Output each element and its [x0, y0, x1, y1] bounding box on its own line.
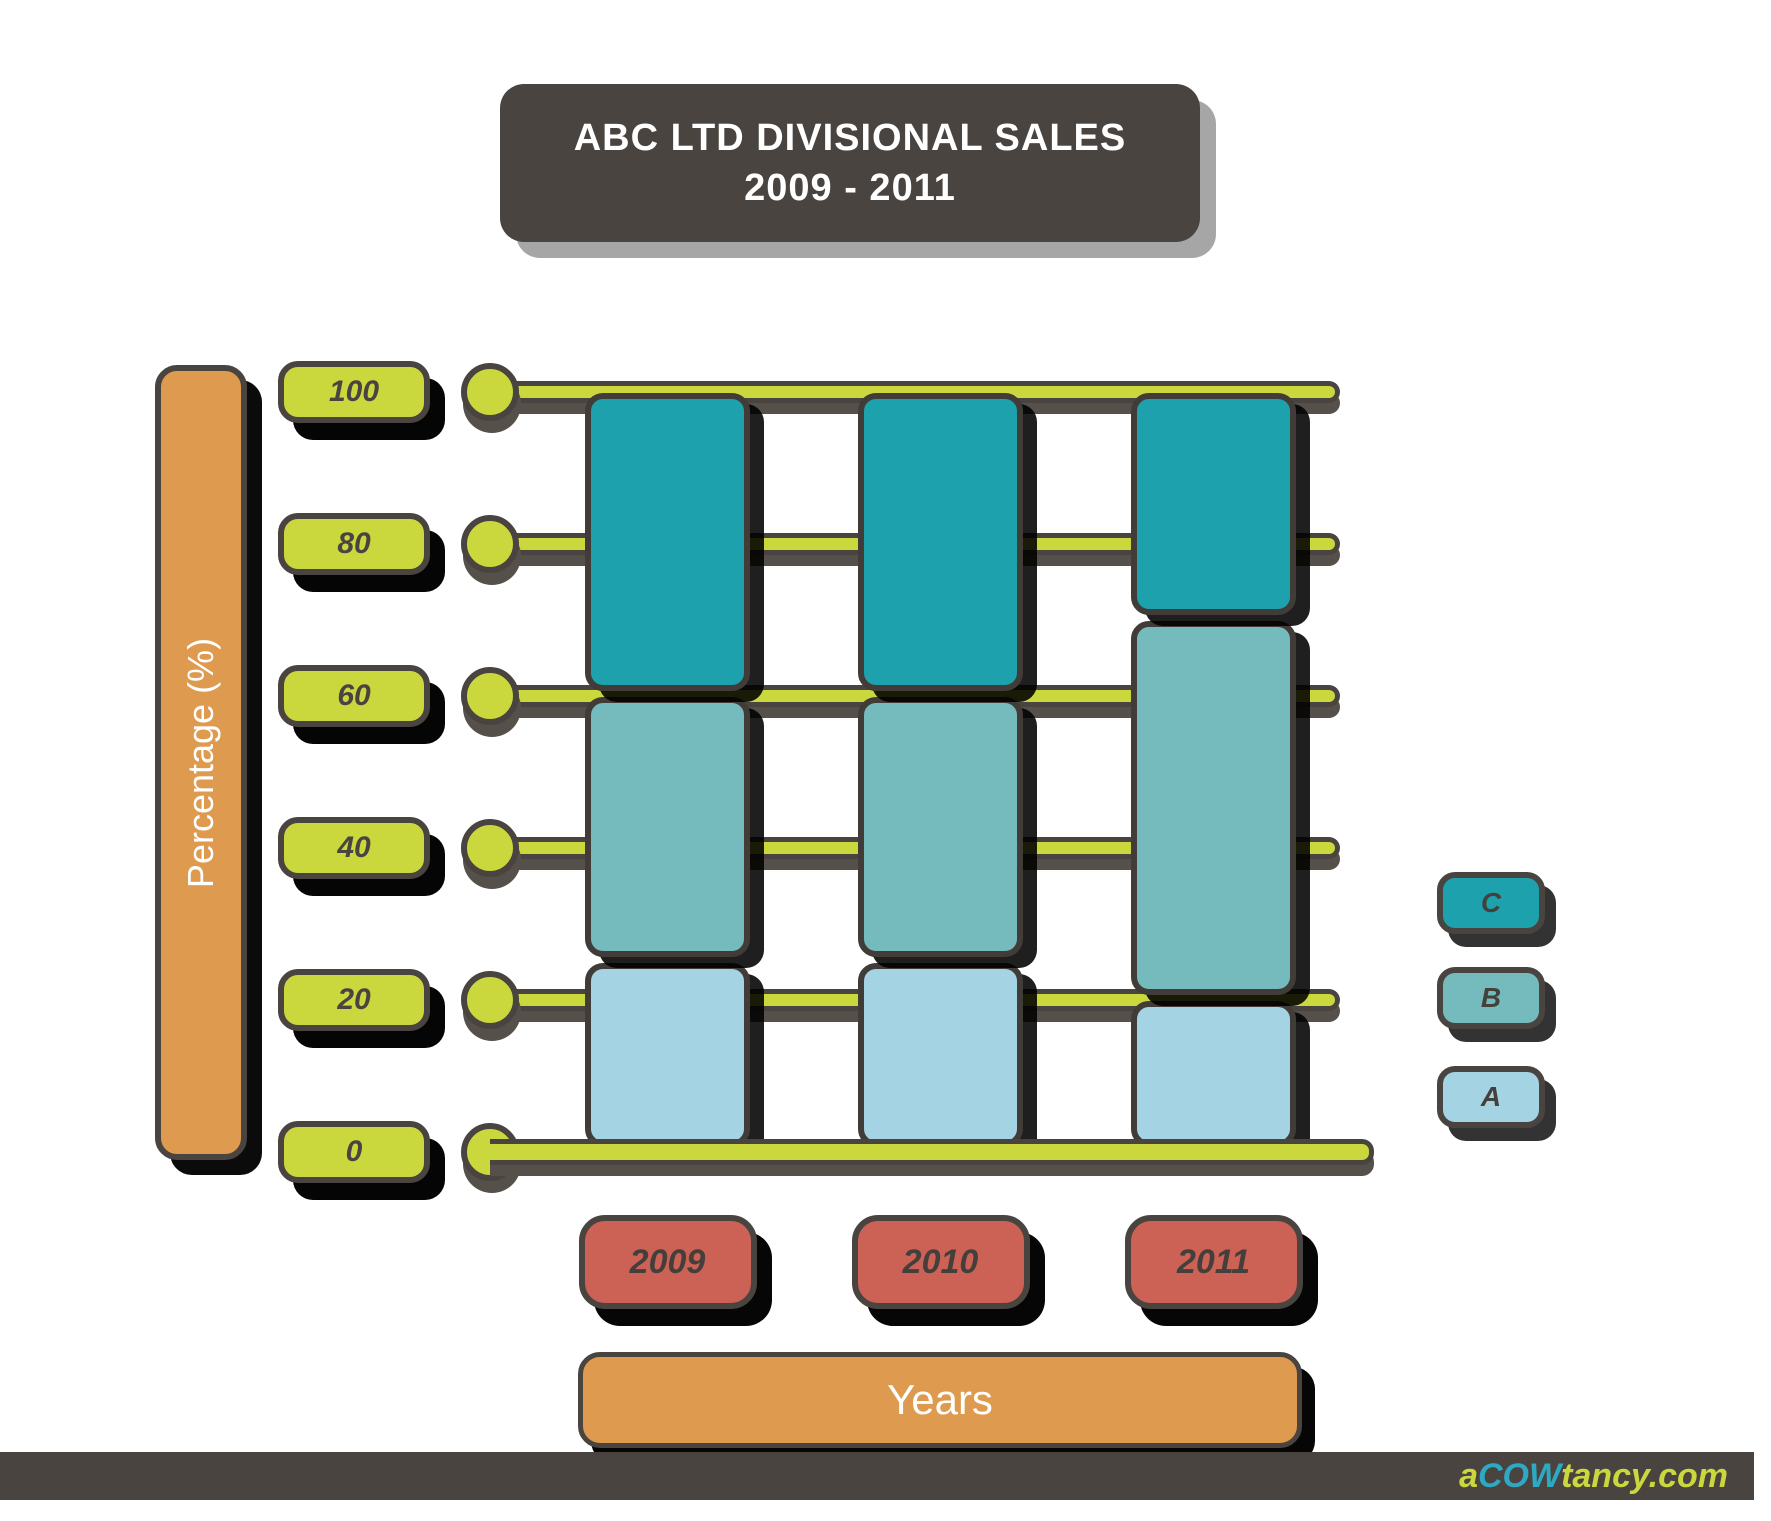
- gridline-circle-0: [461, 1123, 519, 1181]
- y-tick-label-100: 100: [278, 361, 430, 423]
- y-axis-title-box: Percentage (%): [155, 365, 247, 1160]
- gridline-circle-100: [461, 363, 519, 421]
- footer-logo: aCOWtancy.com: [1459, 1457, 1728, 1496]
- bar-2009-segment-B: [585, 697, 750, 957]
- gridline-circle-20: [461, 971, 519, 1029]
- x-tick-label-2011: 2011: [1124, 1215, 1303, 1309]
- chart-title-line2: 2009 - 2011: [744, 167, 956, 209]
- footer-logo-part-1: COW: [1477, 1456, 1562, 1495]
- legend-item-A: A: [1437, 1066, 1545, 1128]
- x-tick-label-2010: 2010: [851, 1215, 1030, 1309]
- legend-item-B: B: [1437, 967, 1545, 1029]
- footer-logo-part-0: a: [1459, 1456, 1478, 1495]
- gridline-0: [490, 1139, 1374, 1165]
- bar-2011-segment-C: [1131, 393, 1296, 615]
- chart-title-line1: ABC LTD DIVISIONAL SALES: [573, 116, 1127, 159]
- y-tick-label-0: 0: [278, 1121, 430, 1183]
- bar-2011-segment-A: [1131, 1001, 1296, 1147]
- x-tick-label-2009: 2009: [578, 1215, 757, 1309]
- y-tick-label-40: 40: [278, 817, 430, 879]
- footer-bar: aCOWtancy.com: [0, 1452, 1754, 1500]
- bar-2010-segment-A: [858, 963, 1023, 1147]
- legend-item-C: C: [1437, 872, 1545, 934]
- gridline-circle-40: [461, 819, 519, 877]
- gridline-circle-80: [461, 515, 519, 573]
- bar-2009-segment-C: [585, 393, 750, 691]
- x-axis-title-box: Years: [578, 1352, 1302, 1448]
- bar-2010-segment-B: [858, 697, 1023, 957]
- chart-title-box: ABC LTD DIVISIONAL SALES 2009 - 2011: [500, 84, 1200, 242]
- bar-2009-segment-A: [585, 963, 750, 1147]
- bar-2010-segment-C: [858, 393, 1023, 691]
- y-tick-label-80: 80: [278, 513, 430, 575]
- x-axis-title: Years: [887, 1376, 993, 1423]
- gridline-circle-60: [461, 667, 519, 725]
- y-tick-label-60: 60: [278, 665, 430, 727]
- bar-2011-segment-B: [1131, 621, 1296, 995]
- footer-logo-part-2: tancy.com: [1561, 1456, 1728, 1495]
- y-tick-label-20: 20: [278, 969, 430, 1031]
- y-axis-title: Percentage (%): [180, 637, 221, 888]
